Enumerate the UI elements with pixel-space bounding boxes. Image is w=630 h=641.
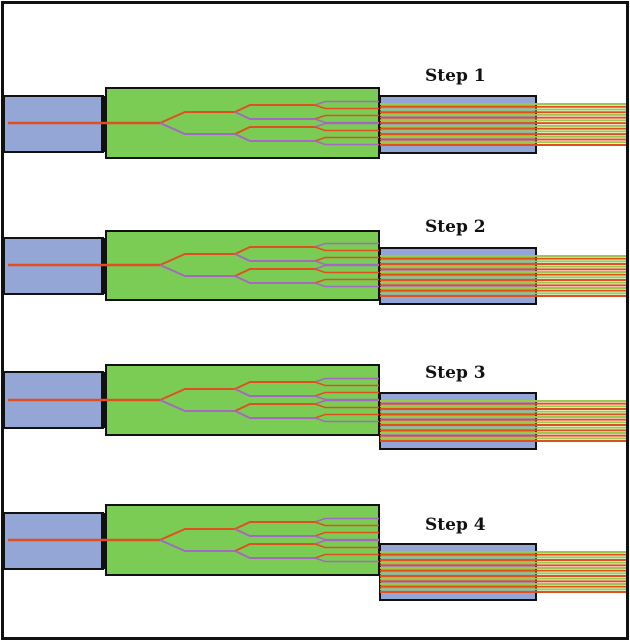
steps-layer (3, 87, 626, 601)
step-4-assembly (3, 504, 626, 601)
output-fiber-array (379, 95, 537, 154)
splitter-branch (234, 410, 315, 419)
splitter-branch (234, 403, 315, 412)
output-waveguide (314, 122, 379, 128)
output-waveguide (314, 381, 379, 387)
splitter-branch (234, 275, 315, 284)
splitter-branch (234, 388, 315, 397)
splitter-branch (159, 122, 235, 135)
splitter-branch (159, 388, 235, 401)
output-waveguide (314, 391, 379, 397)
step-1-assembly (3, 87, 626, 159)
splitter-branch (234, 246, 315, 255)
output-waveguide (314, 417, 379, 423)
splitter-branch (234, 253, 315, 262)
output-waveguide (314, 278, 379, 284)
step-2-label: Step 2 (425, 217, 486, 237)
output-waveguide (314, 377, 379, 383)
splitter-branch (234, 521, 315, 530)
output-waveguide (314, 535, 379, 541)
output-waveguide (314, 531, 379, 537)
output-waveguide (314, 140, 379, 146)
output-fiber-array (379, 543, 537, 601)
output-waveguide (314, 517, 379, 523)
splitter-branch (234, 268, 315, 277)
output-waveguide (314, 543, 379, 549)
output-waveguide (314, 256, 379, 262)
output-waveguide (314, 413, 379, 419)
splitter-branch (234, 381, 315, 390)
splitter-branch (234, 550, 315, 559)
splitter-branch (159, 253, 235, 266)
splitter-branch (234, 104, 315, 113)
splitter-branch (234, 543, 315, 552)
output-waveguide (314, 521, 379, 527)
splitter-branch (234, 133, 315, 142)
output-waveguide (314, 242, 379, 248)
output-waveguide (314, 282, 379, 288)
output-waveguide (314, 118, 379, 124)
step-4-label: Step 4 (425, 515, 486, 535)
output-waveguide (314, 264, 379, 270)
splitter-branch (234, 126, 315, 135)
step-2-assembly (3, 230, 626, 305)
splitter-branch (234, 528, 315, 537)
output-waveguide (314, 399, 379, 405)
output-waveguide (314, 395, 379, 401)
output-waveguide (314, 246, 379, 252)
step-1-label: Step 1 (425, 66, 486, 86)
output-waveguide (314, 268, 379, 274)
output-waveguide (314, 403, 379, 409)
output-waveguide (314, 114, 379, 120)
step-3-label: Step 3 (425, 363, 486, 383)
splitter-branch (159, 399, 235, 412)
output-waveguide (314, 557, 379, 563)
step-3-assembly (3, 364, 626, 450)
output-fiber-array (379, 247, 537, 305)
splitter-branch (159, 539, 235, 552)
output-waveguide (314, 260, 379, 266)
splitter-branch (234, 111, 315, 120)
output-fiber-array (379, 392, 537, 450)
output-waveguide (314, 136, 379, 142)
output-waveguide (314, 553, 379, 559)
output-waveguide (314, 104, 379, 110)
splitter-branch (159, 264, 235, 277)
splitter-branch (159, 111, 235, 124)
output-waveguide (314, 100, 379, 106)
output-waveguide (314, 126, 379, 132)
output-waveguide (314, 539, 379, 545)
splitter-branch (159, 528, 235, 541)
